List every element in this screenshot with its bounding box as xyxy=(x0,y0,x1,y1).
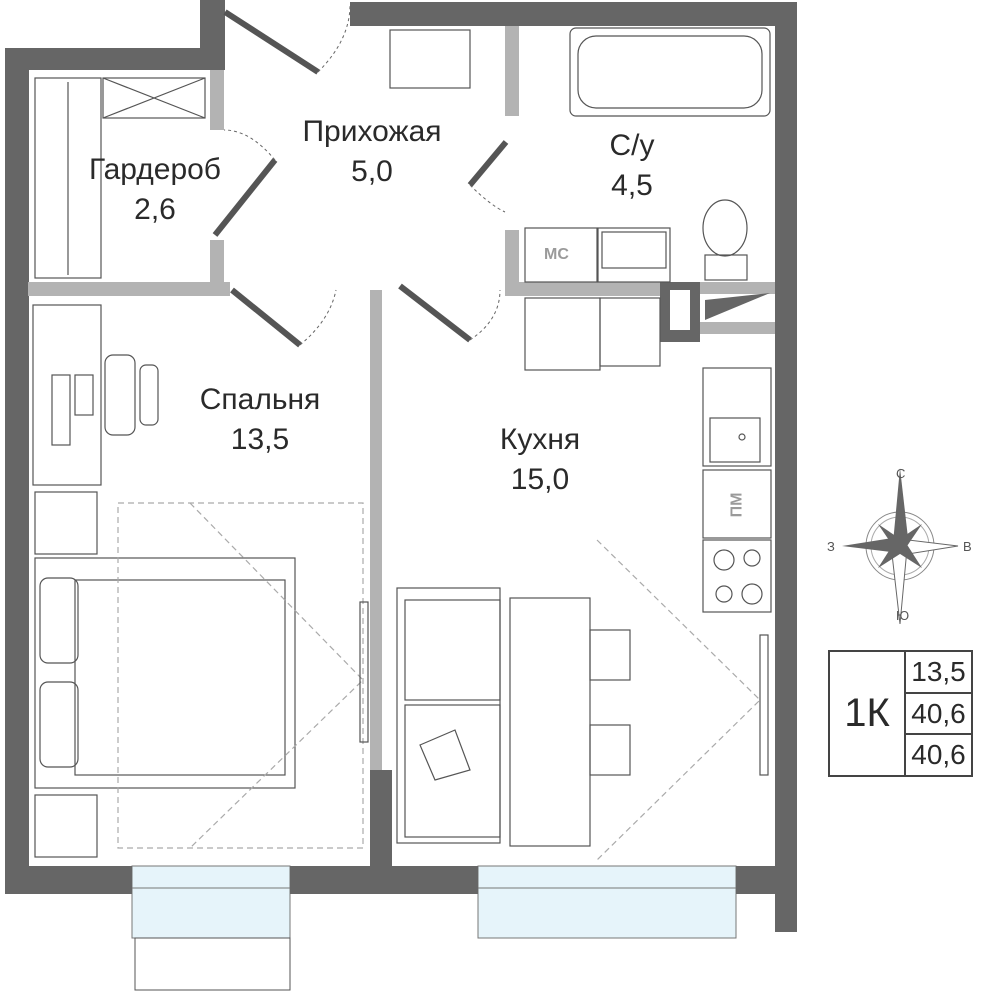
room-hallway: Прихожая 5,0 xyxy=(302,112,441,192)
room-area: 13,5 xyxy=(230,423,290,456)
apartment-type: 1К xyxy=(830,652,906,775)
room-name: Прихожая xyxy=(302,115,442,148)
kitchen-window xyxy=(477,865,737,939)
compass-west: З xyxy=(827,539,835,554)
balcony-outline xyxy=(134,937,291,991)
bedroom-window xyxy=(131,865,291,939)
compass-east: В xyxy=(963,539,972,554)
room-name: Кухня xyxy=(499,423,581,456)
windows xyxy=(131,865,737,991)
room-wardrobe: Гардероб 2,6 xyxy=(89,150,221,230)
room-bathroom: С/у 4,5 xyxy=(610,126,655,206)
outer-walls xyxy=(5,0,797,932)
room-kitchen: Кухня 15,0 xyxy=(500,420,580,500)
room-name: Спальня xyxy=(199,383,321,416)
room-area: 4,5 xyxy=(611,169,653,202)
room-name: С/у xyxy=(609,129,655,162)
compass-north: С xyxy=(896,466,906,481)
room-area: 15,0 xyxy=(510,463,570,496)
furniture xyxy=(32,27,772,861)
total-area: 40,6 xyxy=(906,694,971,736)
room-area: 5,0 xyxy=(351,155,393,188)
total-area-with-balcony: 40,6 xyxy=(911,739,966,771)
dishwasher-label: ПМ xyxy=(728,492,746,518)
room-area: 2,6 xyxy=(134,193,176,226)
room-bedroom: Спальня 13,5 xyxy=(200,380,321,460)
living-area: 13,5 xyxy=(906,652,971,694)
apartment-summary: 1К 13,5 40,6 40,6 xyxy=(828,650,973,777)
doors xyxy=(212,9,770,348)
room-name: Гардероб xyxy=(89,153,221,186)
compass-rose-icon xyxy=(842,468,959,625)
inner-walls xyxy=(28,26,775,770)
compass-south: Ю xyxy=(896,608,910,623)
microwave-label: МС xyxy=(544,246,569,263)
